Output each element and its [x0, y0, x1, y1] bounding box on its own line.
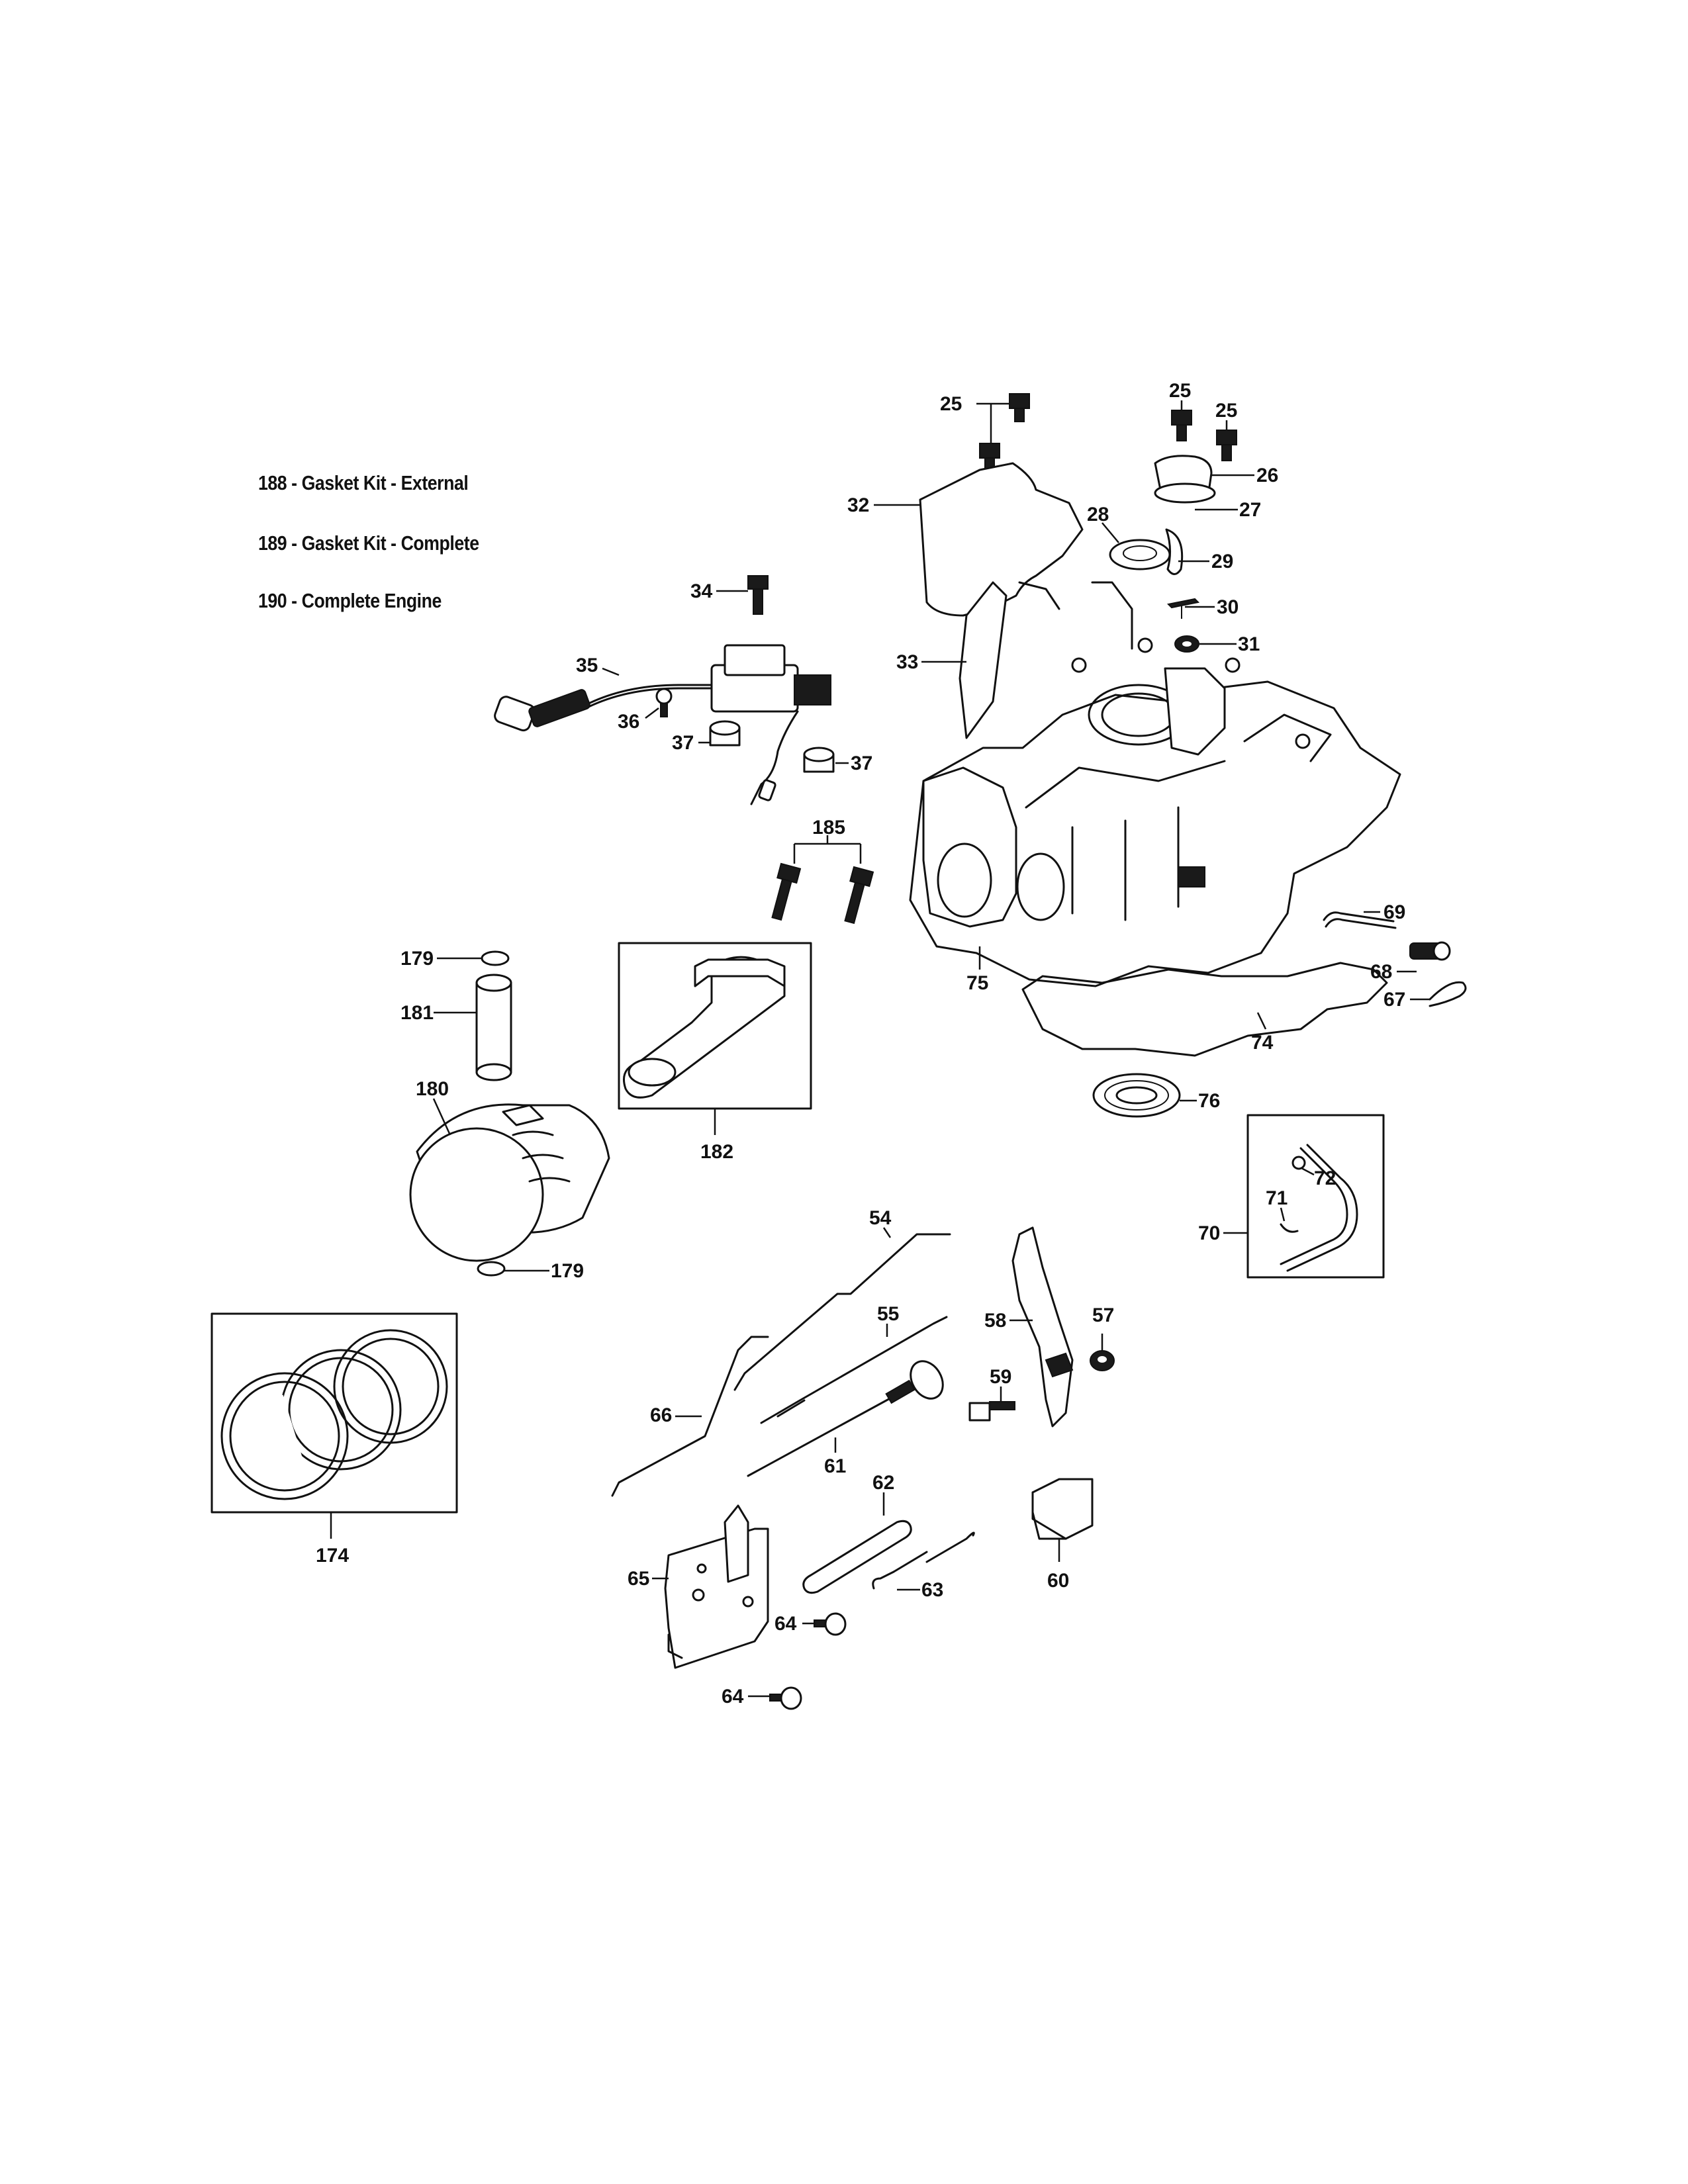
key-29: [1165, 528, 1184, 575]
cover-26: [1154, 455, 1216, 504]
screw-64: [814, 1612, 847, 1636]
breather-box-70: [1246, 1114, 1385, 1279]
callout-180: 180: [416, 1078, 449, 1100]
part-68: [1409, 941, 1451, 961]
callout-67: 67: [1383, 989, 1405, 1011]
callout-75: 75: [966, 972, 988, 994]
callout-182: 182: [700, 1141, 733, 1163]
callout-37: 37: [672, 732, 694, 754]
piston-180: [409, 1103, 610, 1262]
legend-text: Gasket Kit - External: [301, 471, 469, 494]
callout-25: 25: [1215, 400, 1237, 422]
callout-68: 68: [1370, 961, 1392, 983]
shroud-32: [919, 462, 1084, 617]
bracket-60: [1031, 1478, 1094, 1540]
link-62: [802, 1520, 912, 1594]
choke-rod-66: [611, 1336, 769, 1497]
callout-31: 31: [1238, 633, 1260, 655]
callout-69: 69: [1383, 901, 1405, 923]
callout-54: 54: [869, 1207, 892, 1229]
callout-27: 27: [1239, 499, 1261, 521]
callout-26: 26: [1256, 465, 1278, 486]
callout-34: 34: [690, 580, 713, 602]
grommet-37: [803, 747, 835, 773]
callout-59: 59: [990, 1366, 1011, 1388]
callout-181: 181: [400, 1002, 434, 1024]
spring-rod-55: [760, 1316, 948, 1424]
pin-67: [1429, 981, 1467, 1007]
callout-32: 32: [847, 494, 869, 516]
grommet-37: [709, 720, 741, 747]
bolt-34: [747, 575, 769, 615]
callout-72: 72: [1314, 1167, 1336, 1189]
bolt-59: [968, 1401, 1015, 1422]
callout-66: 66: [650, 1404, 672, 1426]
rod-69: [1323, 911, 1397, 929]
legend-item-189: 189 - Gasket Kit - Complete: [258, 531, 479, 555]
piston-pin-181: [475, 974, 512, 1081]
legend-number: 189: [258, 531, 287, 555]
choke-cable-61: [747, 1360, 944, 1477]
callout-25: 25: [940, 393, 962, 415]
ignition-coil-35: [494, 644, 831, 805]
control-plate-65: [664, 1504, 769, 1669]
legend-item-190: 190 - Complete Engine: [258, 589, 442, 612]
piston-rings-box-174: [211, 1312, 458, 1514]
legend-number: 188: [258, 471, 287, 494]
engine-block-75: [909, 581, 1401, 987]
callout-71: 71: [1266, 1187, 1288, 1209]
screw-36: [655, 688, 673, 717]
circlip-179: [477, 1261, 506, 1277]
bearing-76: [1092, 1073, 1181, 1118]
callout-36: 36: [618, 711, 639, 733]
oil-seal-28: [1109, 539, 1171, 570]
screw-64: [769, 1686, 802, 1710]
callout-74: 74: [1251, 1032, 1274, 1054]
nut-31: [1174, 635, 1199, 653]
callout-65: 65: [628, 1568, 649, 1590]
callout-58: 58: [984, 1310, 1006, 1332]
callout-37: 37: [851, 752, 872, 774]
bolt-25: [1171, 410, 1192, 441]
circlip-179: [481, 950, 510, 966]
callout-70: 70: [1198, 1222, 1220, 1244]
callout-64: 64: [774, 1613, 797, 1635]
callout-185: 185: [812, 817, 845, 839]
legend-item-188: 188 - Gasket Kit - External: [258, 471, 469, 494]
callout-76: 76: [1198, 1090, 1220, 1112]
legend-text: Gasket Kit - Complete: [301, 531, 479, 555]
legend-number: 190: [258, 589, 287, 612]
callout-33: 33: [896, 651, 918, 673]
governor-rod-54: [733, 1233, 951, 1391]
connecting-rod-box-182: [618, 942, 812, 1110]
spring-63: [872, 1531, 975, 1590]
bolts-185: [771, 835, 874, 925]
callout-174: 174: [316, 1545, 349, 1567]
callout-28: 28: [1087, 504, 1109, 525]
callout-55: 55: [877, 1303, 899, 1325]
washer-30: [1166, 598, 1200, 619]
bolt-25-pair: [976, 393, 1030, 472]
callout-57: 57: [1092, 1304, 1114, 1326]
bracket-33: [959, 581, 1008, 739]
callout-63: 63: [921, 1579, 943, 1601]
nut-57: [1090, 1350, 1115, 1371]
callout-62: 62: [872, 1472, 894, 1494]
callout-64: 64: [722, 1686, 744, 1707]
callout-179: 179: [551, 1260, 584, 1282]
callout-30: 30: [1217, 596, 1239, 618]
bolt-25: [1216, 430, 1237, 461]
callout-61: 61: [824, 1455, 846, 1477]
callout-179: 179: [400, 948, 434, 970]
governor-lever-58: [1011, 1226, 1074, 1428]
legend-text: Complete Engine: [301, 589, 442, 612]
callout-29: 29: [1211, 551, 1233, 572]
gasket-74: [1021, 962, 1388, 1057]
callout-60: 60: [1047, 1570, 1069, 1592]
callout-35: 35: [576, 655, 598, 676]
callout-25: 25: [1169, 380, 1191, 402]
